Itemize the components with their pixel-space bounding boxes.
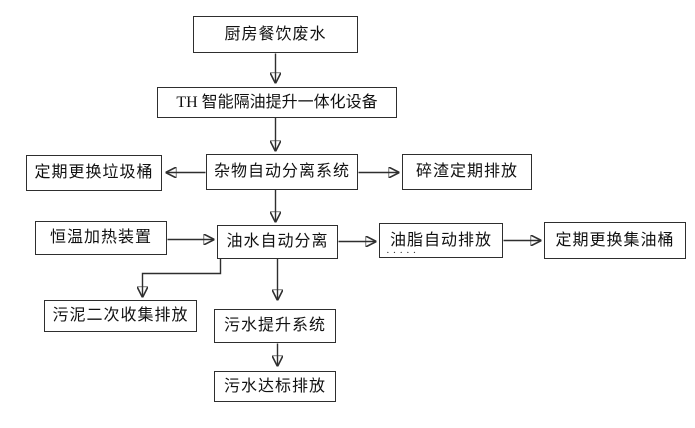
node-replace-oil-collection-barrel-label: 定期更换集油桶 xyxy=(555,231,675,249)
node-oil-water-separation-label: 油水自动分离 xyxy=(226,233,329,250)
node-sludge-secondary-collection: 污泥二次收集排放 xyxy=(44,300,197,332)
node-grease-auto-discharge: 油脂自动排放 ····· xyxy=(379,223,503,259)
node-sewage-standard-discharge-label: 污水达标排放 xyxy=(223,377,326,395)
arrow-oilwater-to-sludge xyxy=(143,258,222,298)
node-replace-trash-bin: 定期更换垃圾桶 xyxy=(26,155,162,191)
node-kitchen-wastewater: 厨房餐饮废水 xyxy=(193,16,358,53)
node-grease-auto-discharge-label: 油脂自动排放 xyxy=(389,231,492,249)
node-kitchen-wastewater-label: 厨房餐饮废水 xyxy=(224,25,327,43)
node-sewage-lifting-system-label: 污水提升系统 xyxy=(223,317,326,334)
node-debris-separation-system-label: 杂物自动分离系统 xyxy=(213,163,350,180)
node-replace-oil-collection-barrel: 定期更换集油桶 xyxy=(544,222,686,259)
node-oil-water-separation: 油水自动分离 xyxy=(217,225,338,259)
node-debris-separation-system: 杂物自动分离系统 xyxy=(206,154,358,190)
node-slag-periodic-discharge-label: 碎渣定期排放 xyxy=(415,163,518,180)
node-sludge-secondary-collection-label: 污泥二次收集排放 xyxy=(52,307,189,324)
node-sewage-standard-discharge: 污水达标排放 xyxy=(214,371,336,402)
node-constant-temp-heater: 恒温加热装置 xyxy=(35,221,167,255)
node-th-integrated-device: TH 智能隔油提升一体化设备 xyxy=(157,87,397,118)
node-replace-trash-bin-label: 定期更换垃圾桶 xyxy=(34,164,154,181)
node-th-integrated-device-label: TH 智能隔油提升一体化设备 xyxy=(176,93,378,111)
node-slag-periodic-discharge: 碎渣定期排放 xyxy=(402,154,532,190)
grease-proofing-dots: ····· xyxy=(386,247,420,259)
node-sewage-lifting-system: 污水提升系统 xyxy=(214,309,336,343)
node-constant-temp-heater-label: 恒温加热装置 xyxy=(49,229,152,246)
